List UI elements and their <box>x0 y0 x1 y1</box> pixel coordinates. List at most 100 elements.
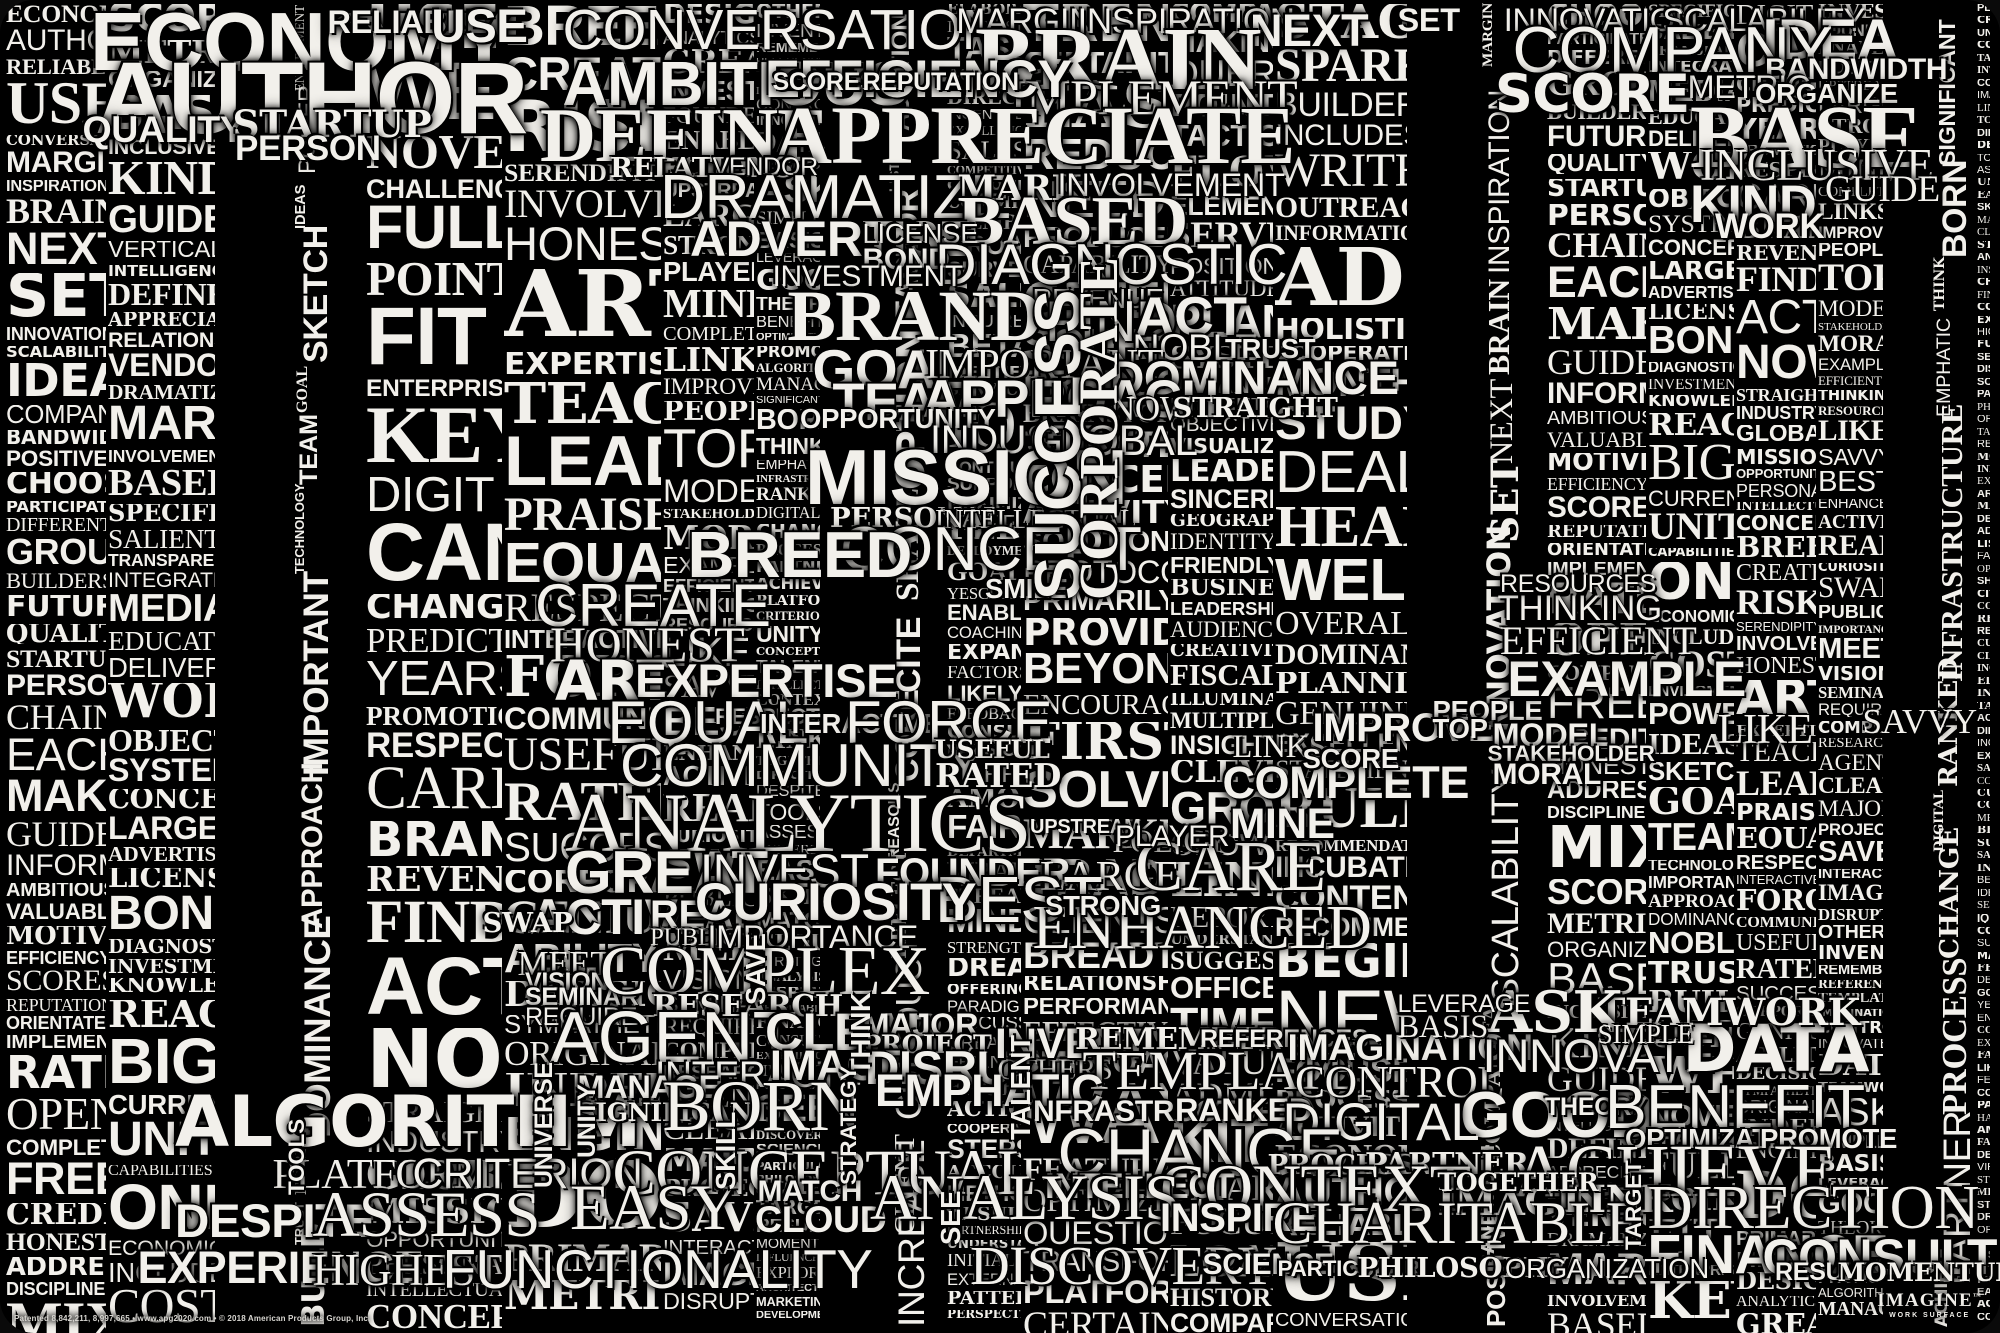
cloud-word: PROMOTION <box>1736 145 1816 158</box>
cloud-word: RESULT <box>1775 1257 1872 1286</box>
cloud-word: DIGIT <box>1736 4 1813 27</box>
cloud-word: BREED <box>687 518 913 592</box>
cloud-word: SERVICES <box>947 383 1021 397</box>
cloud-word: SMART <box>1170 1174 1273 1204</box>
cloud-word: DEVELOPMENT <box>1977 514 1990 524</box>
cloud-word: DESPITE <box>1977 141 1990 150</box>
cloud-word: STRONG <box>663 234 754 257</box>
copyright-credit-line: Patented 8,842,211, 8,997,665 • www.apg2… <box>14 1314 371 1323</box>
cloud-word: INDUSTRY <box>930 418 1131 463</box>
cloud-word: DEFINE <box>108 281 215 307</box>
cloud-word: INTEGRATE <box>108 572 215 590</box>
cloud-word: ASK <box>756 174 820 205</box>
cloud-word: RELIABLE <box>327 4 488 40</box>
cloud-word: REVENUE <box>366 865 502 894</box>
cloud-word: MARK <box>957 168 1082 210</box>
cloud-word: NOVEL <box>366 132 502 172</box>
cloud-word: PLATFORM <box>756 595 820 607</box>
cloud-word: EASE <box>1023 79 1168 131</box>
cloud-word: POINT <box>366 260 502 299</box>
cloud-word: IMPORTANCE <box>663 913 754 927</box>
cloud-word: BRAINSTORM <box>1023 404 1168 425</box>
cloud-word: QUALITY <box>1547 153 1646 174</box>
cloud-word: DIFFERENT <box>6 518 106 534</box>
cloud-word: DEPLOYMENT <box>947 546 1021 557</box>
cloud-word: IDEA <box>6 362 106 398</box>
cloud-word: SPECIFIC <box>1648 4 1734 20</box>
cloud-word: UNDERSTANDING <box>1170 934 1273 947</box>
cloud-word: TEACH <box>1736 741 1816 764</box>
cloud-word: INVOLVE <box>1736 635 1816 652</box>
cloud-word: CHALLENGE <box>1648 1133 1734 1147</box>
cloud-word: PLANNING <box>1275 672 1407 696</box>
cloud-word: UNIVERSE <box>756 844 820 857</box>
cloud-word: ALGORITHM <box>756 362 820 373</box>
cloud-word: GLOBAL <box>1736 424 1816 444</box>
cloud-word: BEST <box>1818 471 1883 494</box>
cloud-word: EXAMPLE <box>1818 358 1883 372</box>
cloud-word: IMAGINATION <box>1818 1008 1883 1018</box>
cloud-word: INTEGRATE <box>1648 60 1734 75</box>
cloud-word: EACH <box>6 736 106 772</box>
cloud-word: ASSESS <box>756 825 820 841</box>
cloud-word: AMONG <box>1977 1126 1990 1135</box>
cloud-word: CONCEPTUAL <box>1977 41 1990 50</box>
cloud-word: STREAM <box>947 887 1021 905</box>
cloud-word: METRIC <box>1547 912 1646 936</box>
cloud-word: MOTIVES <box>1547 453 1646 474</box>
cloud-word: STRENGTH <box>1977 1200 1990 1210</box>
cloud-word: CONSULT <box>1977 303 1990 312</box>
cloud-word: TRIBUTE <box>1023 429 1168 459</box>
cloud-word: MORAL <box>1492 757 1602 791</box>
cloud-word: INTERACTIVE <box>504 630 661 651</box>
cloud-word: ORIENTATED <box>1547 543 1646 558</box>
cloud-word: ORIGINAL <box>504 1039 661 1068</box>
cloud-word: MAKE <box>1547 307 1646 343</box>
trademark-symbol: ™ <box>1972 1291 1982 1301</box>
cloud-word: BREED <box>504 4 661 49</box>
cloud-word: DIAGNOSTIC <box>1648 362 1734 375</box>
cloud-word: RESOURCES <box>663 618 754 633</box>
cloud-word: CREDIT <box>1547 728 1646 752</box>
cloud-word: GOAL <box>812 337 970 400</box>
cloud-word: VENDOR <box>108 353 215 379</box>
cloud-word: REFERENCES <box>1818 980 1883 990</box>
cloud-word: SPARK <box>1275 47 1407 85</box>
cloud-word: MARK <box>108 405 215 443</box>
cloud-word: PLATFORM <box>1977 4 1990 13</box>
cloud-word: FEEDBACK <box>947 707 1021 721</box>
cloud-word: INTELLECT <box>1977 66 1990 75</box>
cloud-word: TALENT <box>1977 53 1990 63</box>
cloud-word: AGENT <box>550 997 797 1079</box>
cloud-word: CHARITABLE <box>1977 278 1990 287</box>
cloud-word: TALENT <box>1005 1035 1036 1141</box>
cloud-word: METRIC <box>1687 69 1811 106</box>
cloud-word: BEYOND <box>1023 653 1168 688</box>
cloud-word: HONEST <box>504 225 661 263</box>
cloud-word: CLEAR <box>1818 776 1883 796</box>
cloud-word: CONCERN <box>1648 239 1734 257</box>
cloud-word: ENABLE <box>1818 41 1883 57</box>
cloud-word: GENIUS <box>1736 1022 1816 1042</box>
cloud-word: CAPABILITIES <box>108 1165 213 1178</box>
cloud-word: CLOUD <box>755 1198 887 1241</box>
cloud-word: BOND <box>108 894 215 933</box>
cloud-word: GROW <box>1170 789 1273 827</box>
cloud-word: TEMPLATE <box>756 71 820 83</box>
cloud-word: INCENTIVE <box>1977 739 1990 748</box>
cloud-word: NEXT <box>6 230 106 266</box>
cloud-word: MIX <box>1547 824 1646 872</box>
cloud-word: AMBITIOUS <box>562 49 909 120</box>
cloud-word: INDUSTRY <box>366 1130 502 1155</box>
cloud-word: BASED <box>1547 1311 1646 1333</box>
cloud-word: WRITE <box>1275 152 1407 190</box>
cloud-word: PUBLIC <box>650 923 738 951</box>
cloud-word: LEAD <box>1736 769 1816 798</box>
cloud-word: SEE <box>1977 352 1990 362</box>
cloud-word: EFFECTIVE <box>1023 1021 1168 1044</box>
cloud-word: CURRENT <box>1648 490 1734 508</box>
cloud-word: INSPIRE <box>756 987 820 1001</box>
cloud-word: AUDIENCE <box>1170 621 1273 640</box>
cloud-word: BORN <box>662 1064 862 1146</box>
cloud-word: REFERENCES <box>756 58 820 68</box>
